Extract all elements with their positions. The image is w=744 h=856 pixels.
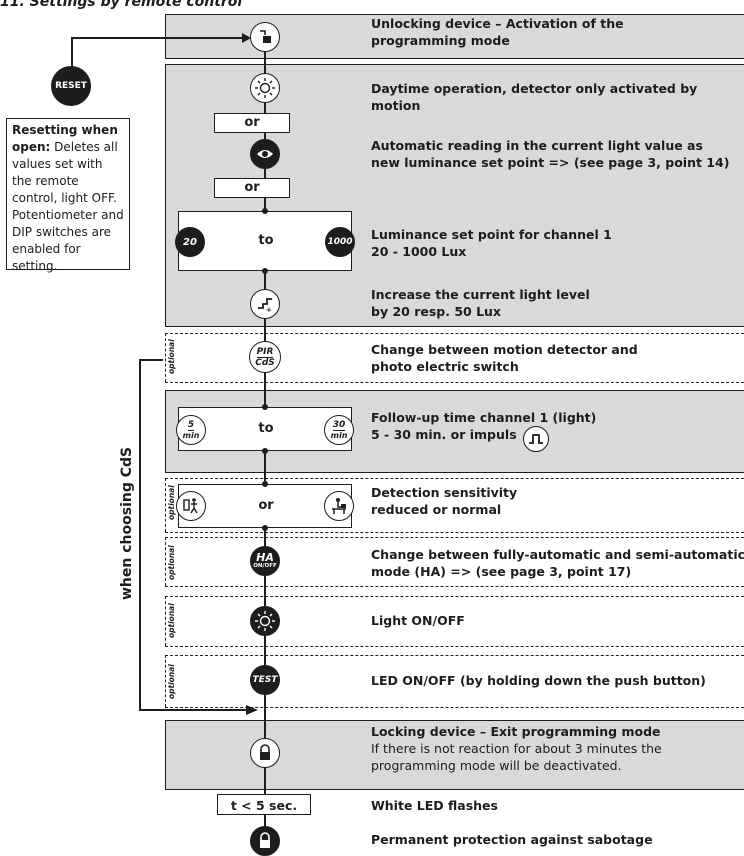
step-unlock: Unlocking device – Activation of the pro… [371, 16, 624, 48]
reset-connector [71, 37, 246, 39]
lux-to-label: to [258, 233, 274, 248]
optional-border [165, 537, 166, 586]
step-lux-sub: 20 - 1000 Lux [371, 244, 467, 259]
step-lux-title: Luminance set point for channel 1 [371, 227, 612, 242]
divider [165, 596, 744, 597]
or-connector: or [214, 178, 290, 198]
section-title: 11. Settings by remote control [0, 0, 243, 10]
step-increase-title: Increase the current light level [371, 287, 590, 302]
reset-button[interactable]: RESET [51, 66, 91, 106]
svg-text:+: + [266, 306, 272, 313]
divider [165, 478, 744, 479]
sun-icon[interactable] [250, 73, 280, 103]
step-follow-title: Follow-up time channel 1 (light) [371, 410, 597, 425]
divider [165, 646, 744, 647]
optional-border [165, 478, 166, 532]
step-light: Light ON/OFF [371, 613, 465, 628]
divider [165, 382, 744, 383]
cds-bracket [139, 359, 163, 361]
reset-info-text: Resetting when open: Deletes all values … [12, 122, 124, 275]
optional-label: optional [167, 664, 176, 699]
optional-label: optional [167, 339, 176, 374]
optional-label: optional [167, 545, 176, 580]
flow-dot [262, 448, 268, 454]
optional-border [165, 655, 166, 707]
or-connector: or [214, 113, 290, 133]
step-lock-text: If there is not reaction for about 3 min… [371, 741, 662, 773]
arrow-right-icon [246, 705, 258, 715]
divider [165, 333, 744, 334]
time-max-unit: min [330, 430, 348, 440]
lux-min-button[interactable]: 20 [175, 227, 205, 257]
optional-border [165, 333, 166, 382]
reset-label: RESET [55, 81, 87, 91]
lux-max-button[interactable]: 1000 [325, 227, 355, 257]
duration-box: t < 5 sec. [217, 794, 311, 815]
optional-label: optional [167, 485, 176, 520]
time-min-value: 5 [187, 419, 195, 431]
time-min-unit: min [182, 430, 200, 440]
reset-connector [71, 37, 73, 67]
divider [165, 655, 744, 656]
reset-info-body: Deletes all values set with the remote c… [12, 140, 124, 273]
step-led: LED ON/OFF (by holding down the push but… [371, 673, 706, 688]
flow-dot [262, 268, 268, 274]
impulse-icon [523, 426, 549, 452]
time-max-button[interactable]: 30 min [324, 415, 354, 445]
flow-dot [262, 481, 268, 487]
cds-bracket [139, 360, 141, 710]
step-sens-title: Detection sensitivity [371, 485, 518, 500]
lock-icon[interactable] [250, 738, 280, 768]
divider [165, 532, 744, 533]
flow-dot [262, 525, 268, 531]
sensitivity-reduced-icon[interactable] [176, 491, 206, 521]
sensitivity-normal-icon[interactable] [324, 491, 354, 521]
ha-label: HA [256, 551, 274, 564]
step-up-icon[interactable]: + [250, 289, 280, 319]
step-pir-cds: Change between motion detector and photo… [371, 342, 638, 374]
pir-label: PIR [256, 346, 274, 358]
reset-info-box: Resetting when open: Deletes all values … [6, 118, 130, 273]
step-auto-read: Automatic reading in the current light v… [371, 138, 730, 170]
ha-sub-label: ON/OFF [253, 563, 277, 569]
sabotage-lock-icon[interactable] [250, 826, 280, 856]
reset-info-bold: Resetting when open: [12, 123, 118, 154]
time-to-label: to [258, 421, 274, 436]
flow-dot [262, 404, 268, 410]
duration-label: t < 5 sec. [230, 798, 298, 813]
test-label: TEST [252, 675, 278, 685]
sensitivity-or-label: or [258, 498, 274, 513]
step-daytime: Daytime operation, detector only activat… [371, 81, 698, 113]
divider [165, 537, 744, 538]
step-permanent: Permanent protection against sabotage [371, 832, 653, 847]
cds-label: CdS [255, 357, 275, 368]
divider [165, 586, 744, 587]
ha-button[interactable]: HA ON/OFF [250, 546, 280, 576]
time-max-value: 30 [332, 419, 346, 431]
pir-cds-button[interactable]: PIR CdS [249, 341, 281, 373]
step-ha: Change between fully-automatic and semi-… [371, 547, 744, 579]
unlock-icon[interactable] [250, 22, 280, 52]
lux-min-label: 20 [183, 236, 197, 248]
optional-label: optional [167, 603, 176, 638]
step-increase-sub: by 20 resp. 50 Lux [371, 304, 501, 319]
divider [165, 707, 744, 708]
eye-icon[interactable] [250, 139, 280, 169]
step-white-led: White LED flashes [371, 798, 498, 813]
cds-side-label: when choosing CdS [119, 446, 135, 600]
time-min-button[interactable]: 5 min [176, 415, 206, 445]
optional-border [165, 596, 166, 646]
arrow-right-icon [242, 33, 251, 43]
step-follow-sub: 5 - 30 min. or impuls [371, 427, 517, 442]
flow-dot [262, 208, 268, 214]
lux-max-label: 1000 [327, 237, 353, 247]
step-lock-title: Locking device – Exit programming mode [371, 724, 661, 739]
light-toggle-icon[interactable] [250, 606, 280, 636]
time-range-box [178, 407, 352, 451]
test-button[interactable]: TEST [250, 665, 280, 695]
lux-range-box [178, 211, 352, 271]
cds-bracket [139, 709, 249, 711]
step-sens-sub: reduced or normal [371, 502, 502, 517]
